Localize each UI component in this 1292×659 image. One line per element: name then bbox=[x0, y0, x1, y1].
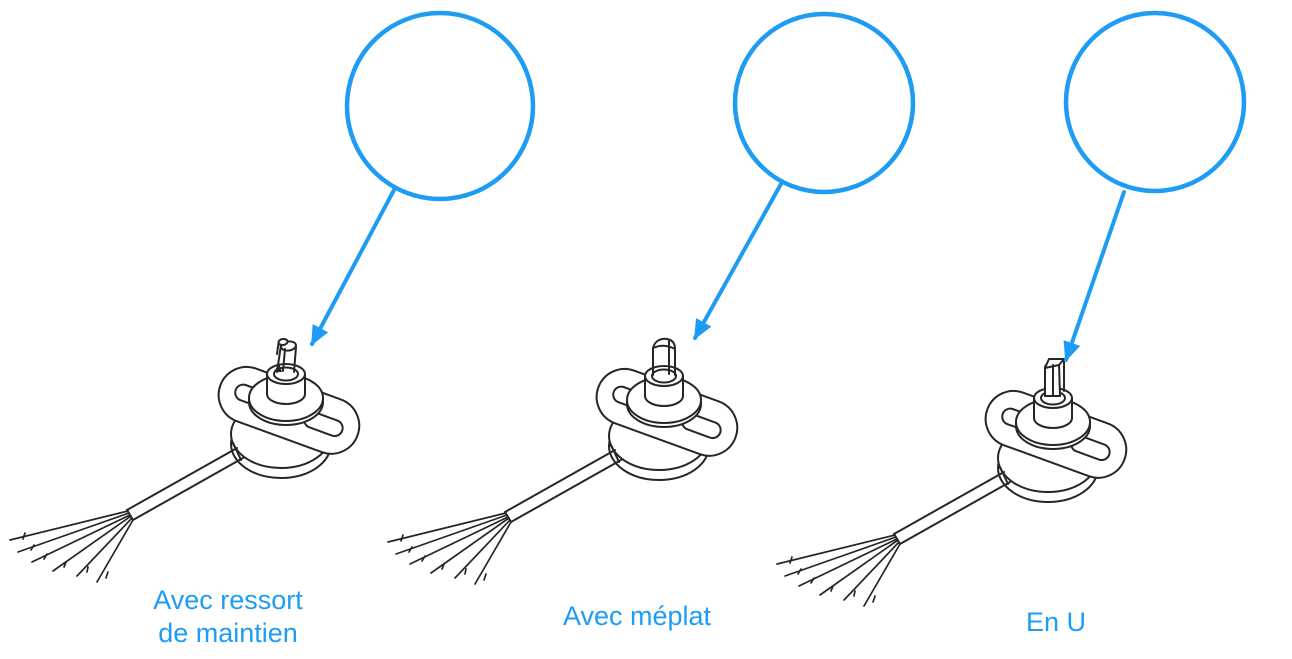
sensor-flat-illustration bbox=[387, 337, 747, 585]
magnifier-spring bbox=[344, 10, 536, 202]
caption-spring-line2: de maintien bbox=[158, 618, 298, 648]
caption-u-line1: En U bbox=[1025, 607, 1087, 637]
caption-u: En U bbox=[966, 606, 1146, 639]
callout-arrow-u bbox=[1063, 190, 1126, 362]
callout-arrow-spring bbox=[310, 188, 396, 346]
flat-shaft-tip bbox=[652, 337, 676, 376]
callout-arrow-flat bbox=[693, 182, 783, 340]
u-shaft-tip bbox=[1044, 358, 1065, 397]
caption-spring-line1: Avec ressort bbox=[153, 585, 303, 615]
caption-spring: Avec ressort de maintien bbox=[88, 584, 368, 650]
spring-shaft-tip bbox=[274, 337, 297, 373]
caption-flat-line1: Avec méplat bbox=[562, 601, 712, 631]
magnifier-u bbox=[1063, 10, 1247, 194]
sensor-spring-illustration bbox=[9, 337, 369, 583]
magnifier-flat bbox=[732, 11, 916, 195]
caption-flat: Avec méplat bbox=[497, 600, 777, 633]
sensor-u-illustration bbox=[776, 358, 1136, 607]
